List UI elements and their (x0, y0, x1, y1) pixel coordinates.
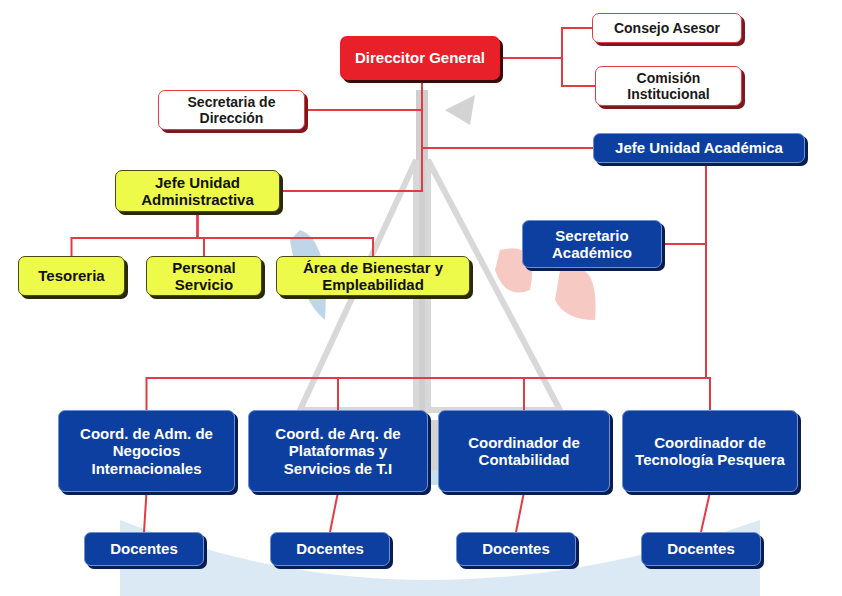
org-connector (662, 163, 706, 244)
unit-head-box: Jefe Unidad Académica (593, 133, 805, 163)
teachers-box: Docentes (270, 532, 390, 566)
area-box: Tesoreria (18, 256, 125, 296)
node-label: Secretaria de Dirección (171, 94, 292, 126)
director-box: Direccitor General (340, 36, 500, 80)
org-connector (516, 492, 524, 532)
coordinator-box: Coordinador de Contabilidad (438, 410, 610, 492)
ship-pennant (445, 95, 475, 125)
org-connector (500, 58, 595, 86)
node-label: Docentes (296, 540, 364, 557)
area-box: Personal Servicio (146, 256, 262, 296)
node-label: Secretario Académico (535, 227, 649, 262)
node-label: Jefe Unidad Académica (615, 139, 783, 156)
org-connector (198, 212, 374, 256)
teachers-box: Docentes (84, 532, 204, 566)
node-label: Coordinador de Contabilidad (451, 434, 597, 469)
ship-illustration (120, 90, 760, 596)
org-connector (330, 492, 338, 532)
org-connector (305, 80, 422, 110)
org-connector (72, 212, 198, 256)
org-connector (144, 492, 147, 532)
secretary-box: Secretario Académico (522, 220, 662, 268)
node-label: Comisión Institucional (608, 70, 729, 102)
node-label: Coord. de Adm. de Negocios Internacional… (71, 425, 222, 477)
node-label: Docentes (482, 540, 550, 557)
org-connector (701, 492, 710, 532)
node-label: Docentes (667, 540, 735, 557)
coordinator-box: Coordinador de Tecnología Pesquera (622, 410, 798, 492)
water-band (120, 520, 760, 596)
coordinator-box: Coord. de Arq. de Plataformas y Servicio… (248, 410, 428, 492)
teachers-box: Docentes (456, 532, 576, 566)
teachers-box: Docentes (641, 532, 761, 566)
node-label: Jefe Unidad Administractiva (128, 174, 267, 209)
area-box: Área de Bienestar y Empleabilidad (276, 256, 470, 296)
org-connector (524, 163, 706, 410)
commission-box: Comisión Institucional (595, 66, 742, 106)
node-label: Tesoreria (38, 267, 104, 284)
org-connector (706, 163, 710, 410)
node-label: Direccitor General (355, 49, 485, 66)
org-connector (500, 28, 592, 58)
node-label: Personal Servicio (159, 259, 249, 294)
node-label: Área de Bienestar y Empleabilidad (289, 259, 457, 294)
node-label: Coordinador de Tecnología Pesquera (635, 434, 785, 469)
secretary-box: Secretaria de Dirección (158, 90, 305, 130)
unit-head-box: Jefe Unidad Administractiva (115, 170, 280, 212)
node-label: Coord. de Arq. de Plataformas y Servicio… (261, 425, 415, 477)
council-box: Consejo Asesor (592, 13, 742, 43)
coordinator-box: Coord. de Adm. de Negocios Internacional… (58, 410, 235, 492)
org-connector (422, 80, 593, 148)
ship-flag (555, 267, 596, 320)
node-label: Consejo Asesor (614, 20, 720, 36)
node-label: Docentes (110, 540, 178, 557)
